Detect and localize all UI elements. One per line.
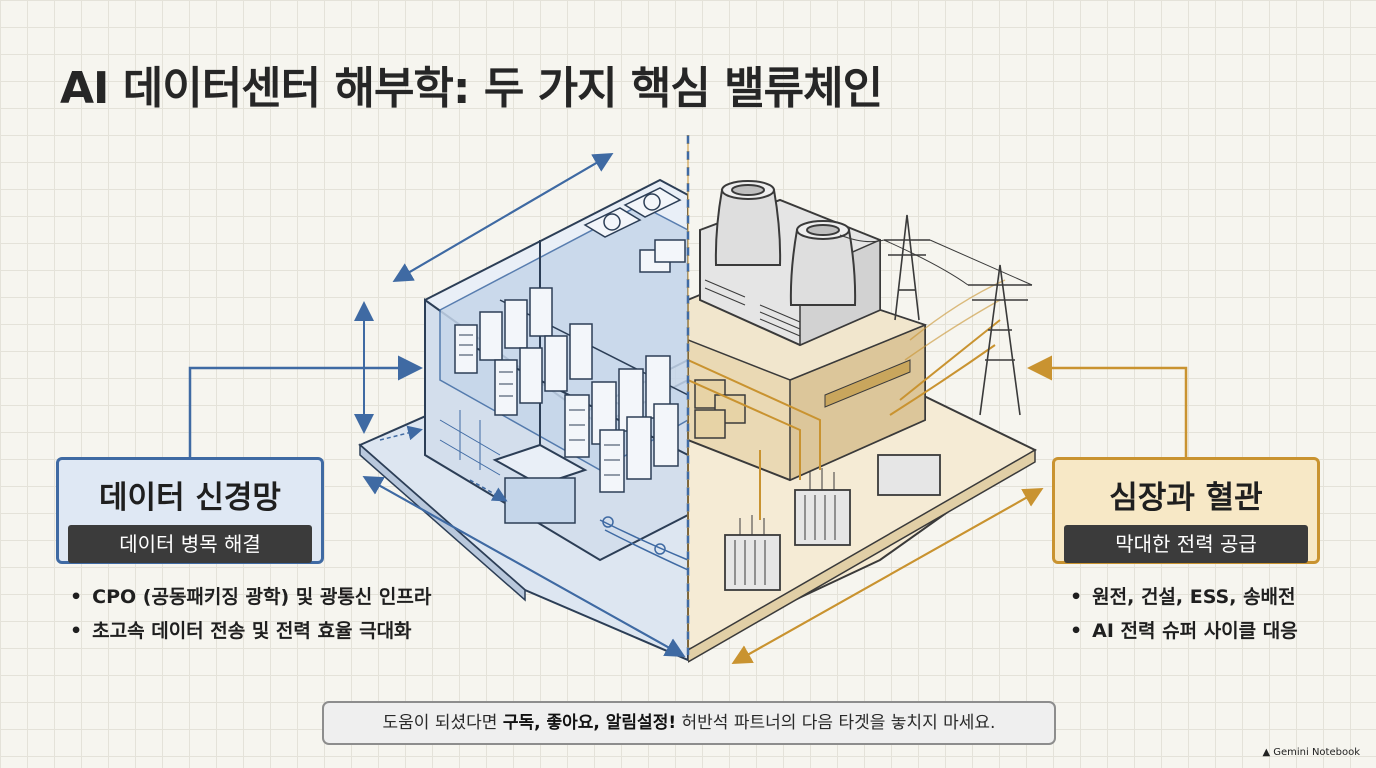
power-plant-building	[688, 180, 1037, 663]
footer-text-bold: 구독, 좋아요, 알림설정!	[502, 713, 677, 733]
page-title: AI 데이터센터 해부학: 두 가지 핵심 밸류체인	[60, 63, 883, 114]
panel-subheading-right: 막대한 전력 공급	[1064, 525, 1308, 563]
list-item: 초고속 데이터 전송 및 전력 효율 극대화	[70, 614, 431, 648]
dimension-arrows-gold	[731, 488, 1044, 664]
bullet-list-left: CPO (공동패키징 광학) 및 광통신 인프라 초고속 데이터 전송 및 전력…	[70, 580, 431, 648]
list-item: 원전, 건설, ESS, 송배전	[1070, 580, 1298, 614]
notebook-logo-icon: ▲	[1262, 747, 1271, 758]
panel-heading-left: 데이터 신경망	[99, 480, 281, 516]
list-item: AI 전력 슈퍼 사이클 대응	[1070, 614, 1298, 648]
panel-subheading-left: 데이터 병목 해결	[68, 525, 312, 563]
connector-right	[1027, 355, 1188, 457]
footer-banner: 도움이 되셨다면 구독, 좋아요, 알림설정! 허반석 파트너의 다음 타겟을 …	[322, 701, 1056, 745]
footer-text-1: 도움이 되셨다면	[382, 713, 503, 733]
footer-text-2: 허반석 파트너의 다음 타겟을 놓치지 마세요.	[676, 713, 996, 733]
brand-watermark: ▲Gemini Notebook	[1263, 747, 1360, 758]
list-item: CPO (공동패키징 광학) 및 광통신 인프라	[70, 580, 431, 614]
heart-vessels-panel: 심장과 혈관 막대한 전력 공급	[1052, 457, 1320, 564]
data-nerve-panel: 데이터 신경망 데이터 병목 해결	[56, 457, 324, 564]
data-center-building	[358, 178, 688, 662]
panel-heading-right: 심장과 혈관	[1109, 480, 1263, 516]
brand-label: Gemini Notebook	[1273, 747, 1360, 758]
connector-left	[188, 355, 423, 457]
bullet-list-right: 원전, 건설, ESS, 송배전 AI 전력 슈퍼 사이클 대응	[1070, 580, 1298, 648]
